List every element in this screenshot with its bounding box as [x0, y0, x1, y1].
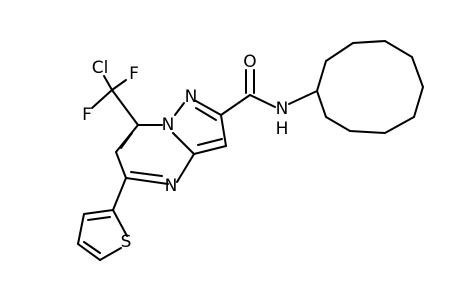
bond-th-c4-c5 [77, 243, 101, 261]
bond-cf2-cl [103, 75, 113, 91]
bond-c5-n4-double [130, 171, 163, 177]
bonds [77, 39, 425, 261]
bond-c2-c3 [220, 114, 227, 147]
bond-th-c2-c3 [83, 209, 114, 215]
atom-o-carbonyl: O [243, 52, 256, 72]
bond-c3-c3a [193, 145, 227, 155]
atom-cl: Cl [92, 58, 109, 78]
atom-n-pyrimidine: N [165, 176, 178, 196]
bond-c5-n4 [125, 177, 169, 185]
bond-c3-c3a-double [197, 138, 223, 146]
bond-n1-c2 [195, 100, 222, 116]
bond-n-cyclooctyl [288, 90, 318, 105]
bond-cf2-f-left [91, 89, 113, 109]
bond-n-bridge-n1 [174, 102, 185, 116]
bond-carbonyl-n [249, 94, 276, 108]
bond-th-c4-c5-double [83, 241, 101, 254]
bond-c7-cf2 [111, 89, 139, 126]
bond-th-c5-s [99, 247, 122, 261]
atom-n-pyrazole: N [185, 87, 198, 107]
bond-c7-c6-double [120, 132, 133, 149]
atom-s-thiophene: S [121, 232, 132, 252]
atom-n-bridge: N [162, 115, 175, 135]
atom-labels: Cl F F N N N O N H S [82, 52, 288, 252]
cyclooctane-ring [315, 39, 425, 135]
bond-c2-carbonyl [220, 94, 251, 116]
atom-f-top: F [129, 64, 139, 84]
atom-f-left: F [82, 105, 92, 125]
bond-n4-c3a [176, 153, 195, 183]
bond-c6-c5 [115, 151, 127, 179]
bond-th-c2-c3-double [87, 216, 111, 221]
atom-h-amide: H [276, 119, 289, 139]
bond-th-c3-c4 [77, 213, 85, 245]
atom-n-amide: N [276, 99, 289, 119]
bond-th-s-c2 [112, 209, 128, 237]
bond-n1-c2-double [195, 107, 217, 121]
bond-c5-thiophene [112, 177, 127, 211]
bond-c3a-n-bridge [172, 132, 195, 155]
bond-cf2-f-top [111, 79, 127, 91]
